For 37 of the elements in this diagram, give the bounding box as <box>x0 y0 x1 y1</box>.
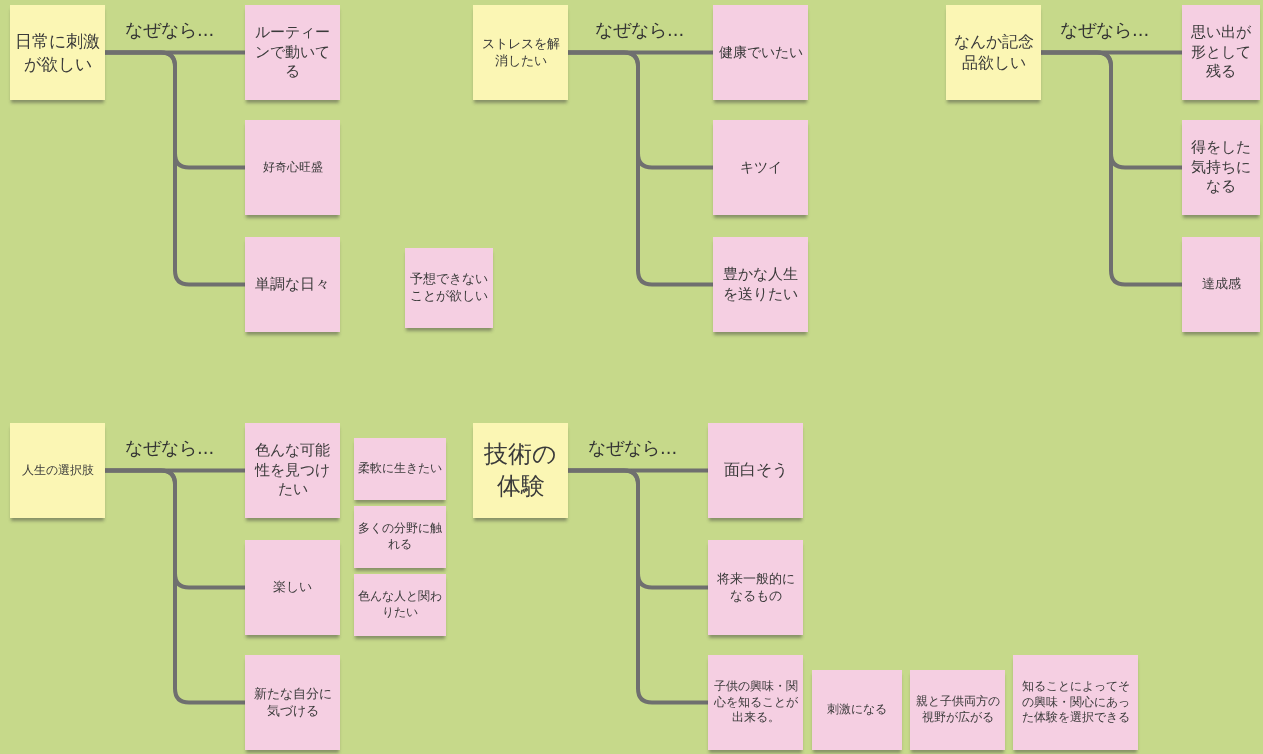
sticky-note: 子供の興味・関心を知ることが出来る。 <box>708 655 803 750</box>
sticky-note: 達成感 <box>1182 237 1260 332</box>
reason-label: なぜなら... <box>588 436 678 460</box>
connector-line <box>1041 50 1182 287</box>
sticky-note: 柔軟に生きたい <box>354 438 446 500</box>
connector-line <box>568 468 708 705</box>
reason-label: なぜなら... <box>125 18 215 42</box>
sticky-note: キツイ <box>713 120 808 215</box>
connector-line <box>105 50 245 287</box>
sticky-note: 将来一般的になるもの <box>708 540 803 635</box>
sticky-note: 思い出が形として残る <box>1182 5 1260 100</box>
sticky-note: 楽しい <box>245 540 340 635</box>
sticky-note: 予想できないことが欲しい <box>405 248 493 328</box>
sticky-note: 健康でいたい <box>713 5 808 100</box>
topic-sticky-note: ストレスを解消したい <box>473 5 568 100</box>
sticky-note: 多くの分野に触れる <box>354 506 446 568</box>
connector-line <box>568 50 713 287</box>
sticky-note: 面白そう <box>708 423 803 518</box>
sticky-note: 色んな可能性を見つけたい <box>245 423 340 518</box>
reason-label: なぜなら... <box>595 18 685 42</box>
sticky-note: 豊かな人生を送りたい <box>713 237 808 332</box>
reason-label: なぜなら... <box>1060 18 1150 42</box>
connector-line <box>105 468 245 705</box>
reason-label: なぜなら... <box>125 436 215 460</box>
sticky-note: ルーティーンで動いてる <box>245 5 340 100</box>
sticky-note: 刺激になる <box>812 670 902 750</box>
sticky-note: 親と子供両方の視野が広がる <box>910 670 1005 750</box>
sticky-note: 色んな人と関わりたい <box>354 574 446 636</box>
sticky-note: 単調な日々 <box>245 237 340 332</box>
sticky-note: 新たな自分に気づける <box>245 655 340 750</box>
topic-sticky-note: なんか記念品欲しい <box>946 5 1041 100</box>
topic-sticky-note: 技術の体験 <box>473 423 568 518</box>
sticky-note: 好奇心旺盛 <box>245 120 340 215</box>
sticky-note: 知ることによってその興味・関心にあった体験を選択できる <box>1013 655 1138 750</box>
topic-sticky-note: 日常に刺激が欲しい <box>10 5 105 100</box>
topic-sticky-note: 人生の選択肢 <box>10 423 105 518</box>
sticky-note: 得をした気持ちになる <box>1182 120 1260 215</box>
